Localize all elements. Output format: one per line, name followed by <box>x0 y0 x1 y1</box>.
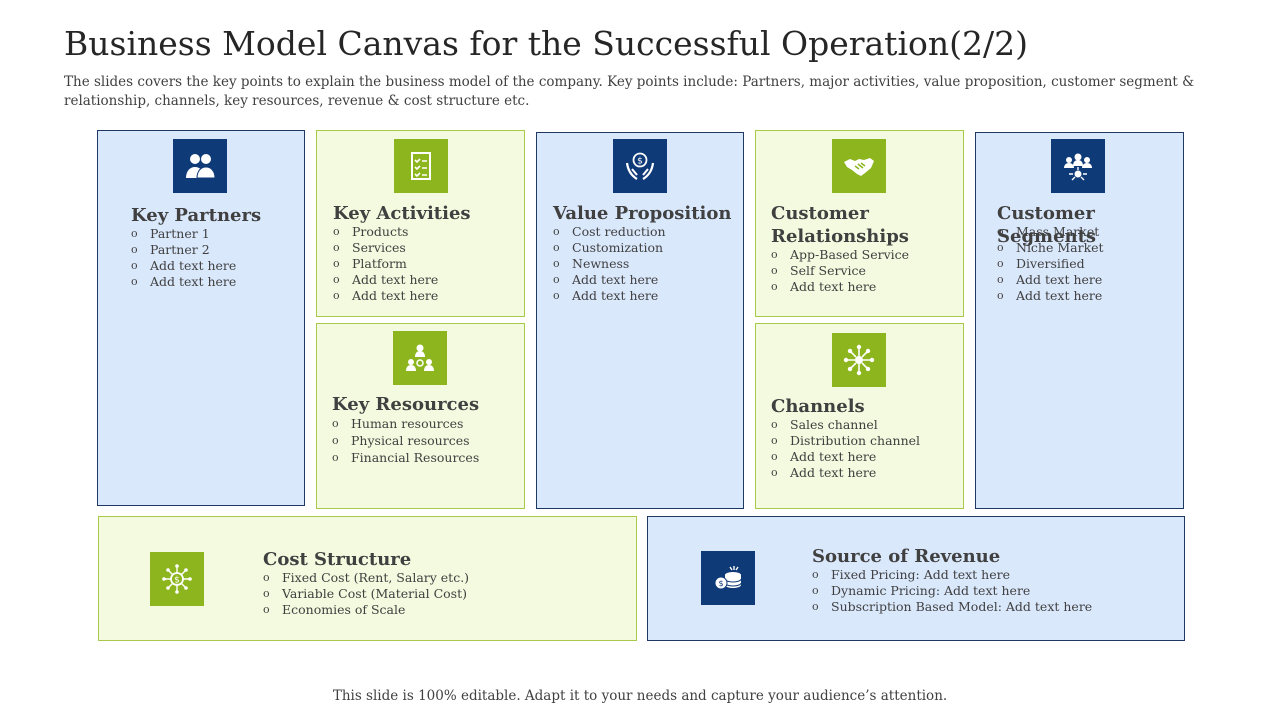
key-resources-heading: Key Resources <box>332 394 480 415</box>
source-of-revenue-heading: Source of Revenue <box>812 546 1001 567</box>
customer-segments-block: Customer Segments Mass Market Niche Mark… <box>975 132 1184 509</box>
customer-segments-list: Mass Market Niche Market Diversified Add… <box>997 224 1104 304</box>
list-item: Self Service <box>771 263 909 279</box>
list-item: Variable Cost (Material Cost) <box>263 586 469 602</box>
list-item: Add text here <box>771 449 920 465</box>
list-item: Partner 1 <box>131 226 236 242</box>
network-hub-icon <box>832 333 886 387</box>
list-item: Add text here <box>997 272 1104 288</box>
list-item: Customization <box>553 240 666 256</box>
list-item: Fixed Cost (Rent, Salary etc.) <box>263 570 469 586</box>
money-hands-icon: $ <box>613 139 667 193</box>
list-item: App-Based Service <box>771 247 909 263</box>
coins-icon: $ <box>701 551 755 605</box>
key-partners-heading: Key Partners <box>131 205 262 226</box>
cost-structure-list: Fixed Cost (Rent, Salary etc.) Variable … <box>263 570 469 618</box>
value-proposition-list: Cost reduction Customization Newness Add… <box>553 224 666 304</box>
list-item: Dynamic Pricing: Add text here <box>812 583 1092 599</box>
list-item: Add text here <box>131 274 236 290</box>
list-item: Add text here <box>771 279 909 295</box>
list-item: Financial Resources <box>332 449 479 466</box>
list-item: Diversified <box>997 256 1104 272</box>
list-item: Fixed Pricing: Add text here <box>812 567 1092 583</box>
svg-text:$: $ <box>637 157 643 167</box>
list-item: Add text here <box>553 288 666 304</box>
list-item: Add text here <box>333 272 438 288</box>
handshake-icon <box>832 139 886 193</box>
channels-heading: Channels <box>771 396 865 417</box>
customer-relationships-block: Customer Relationships App-Based Service… <box>755 130 964 317</box>
list-item: Subscription Based Model: Add text here <box>812 599 1092 615</box>
list-item: Partner 2 <box>131 242 236 258</box>
list-item: Niche Market <box>997 240 1104 256</box>
page-subtitle: The slides covers the key points to expl… <box>64 74 1195 109</box>
key-resources-block: Key Resources Human resources Physical r… <box>316 323 525 509</box>
source-of-revenue-list: Fixed Pricing: Add text here Dynamic Pri… <box>812 567 1092 615</box>
source-of-revenue-block: $ Source of Revenue Fixed Pricing: Add t… <box>647 516 1185 641</box>
list-item: Add text here <box>771 465 920 481</box>
value-proposition-heading: Value Proposition <box>553 203 732 224</box>
customer-relationships-heading: Customer Relationships <box>771 203 909 247</box>
list-item: Add text here <box>333 288 438 304</box>
channels-list: Sales channel Distribution channel Add t… <box>771 417 920 481</box>
customer-relationships-list: App-Based Service Self Service Add text … <box>771 247 909 295</box>
list-item: Economies of Scale <box>263 602 469 618</box>
key-activities-block: Key Activities Products Services Platfor… <box>316 130 525 317</box>
list-item: Services <box>333 240 438 256</box>
list-item: Add text here <box>131 258 236 274</box>
list-item: Platform <box>333 256 438 272</box>
list-item: Newness <box>553 256 666 272</box>
people-icon <box>173 139 227 193</box>
list-item: Add text here <box>997 288 1104 304</box>
list-item: Add text here <box>553 272 666 288</box>
key-resources-list: Human resources Physical resources Finan… <box>332 415 479 466</box>
svg-text:$: $ <box>718 579 723 588</box>
list-item: Cost reduction <box>553 224 666 240</box>
key-activities-list: Products Services Platform Add text here… <box>333 224 438 304</box>
svg-text:$: $ <box>174 576 180 586</box>
list-item: Distribution channel <box>771 433 920 449</box>
list-item: Human resources <box>332 415 479 432</box>
checklist-icon <box>394 139 448 193</box>
group-icon <box>1051 139 1105 193</box>
list-item: Sales channel <box>771 417 920 433</box>
key-activities-heading: Key Activities <box>333 203 471 224</box>
list-item: Physical resources <box>332 432 479 449</box>
dollar-network-icon: $ <box>150 552 204 606</box>
channels-block: Channels Sales channel Distribution chan… <box>755 323 964 509</box>
page-title: Business Model Canvas for the Successful… <box>64 24 1028 63</box>
team-network-icon <box>393 331 447 385</box>
list-item: Products <box>333 224 438 240</box>
value-proposition-block: $ Value Proposition Cost reduction Custo… <box>536 132 744 509</box>
key-partners-list: Partner 1 Partner 2 Add text here Add te… <box>131 226 236 290</box>
key-partners-block: Key Partners Partner 1 Partner 2 Add tex… <box>97 130 305 506</box>
cost-structure-heading: Cost Structure <box>263 549 412 570</box>
cost-structure-block: $ Cost Structure Fixed Cost (Rent, Salar… <box>98 516 637 641</box>
list-item: Mass Market <box>997 224 1104 240</box>
footer-note: This slide is 100% editable. Adapt it to… <box>332 688 948 704</box>
